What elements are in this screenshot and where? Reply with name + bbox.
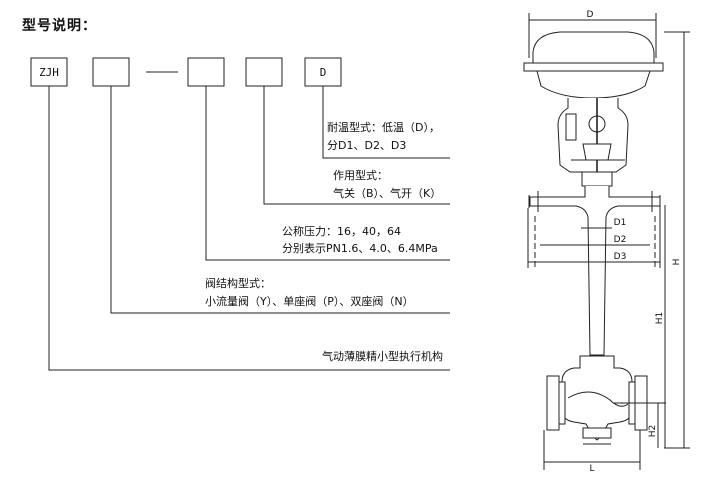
temperature-type-line1: 耐温型式：低温（D）， (327, 120, 440, 134)
valve-body (561, 355, 633, 441)
dim-label-H: H (672, 259, 682, 266)
code-box-temperature-text: D (320, 66, 327, 79)
extension-bonnet (529, 186, 661, 356)
valve-structure-line2: 小流量阀（Y）、单座阀（P）、双座阀（N） (205, 294, 414, 308)
dim-label-D2: D2 (614, 235, 627, 245)
leader-temperature (322, 86, 450, 159)
body-flange-left (546, 375, 560, 431)
positioner-block (565, 113, 577, 141)
dim-label-L: L (589, 464, 594, 474)
pressure-line2: 分别表示PN1.6、4.0、6.4MPa (282, 241, 438, 255)
series-line1: 气动薄膜精小型执行机构 (322, 349, 443, 363)
actuator-flange (523, 62, 664, 72)
temperature-type-line2: 分D1、D2、D3 (327, 139, 406, 152)
dim-label-H1: H1 (655, 312, 665, 325)
actuator-upper-casing (532, 31, 655, 67)
dim-label-H2: H2 (648, 425, 658, 438)
leader-valve-structure (110, 86, 450, 314)
page-title: 型号说明： (22, 18, 97, 34)
valve-structure-line1: 阀结构型式： (205, 276, 271, 290)
dim-label-D: D (587, 10, 594, 20)
actuator-lower-casing (536, 70, 651, 99)
code-box-series-text: ZJH (39, 66, 59, 79)
leader-pressure (205, 86, 450, 261)
leader-series (48, 86, 450, 371)
dim-label-D1: D1 (614, 218, 627, 228)
leader-action (263, 86, 450, 205)
dim-label-D3: D3 (614, 252, 627, 262)
bottom-cap (582, 427, 612, 439)
action-type-line2: 气关（B）、气开（K） (333, 186, 441, 200)
bonnet-nut (581, 171, 613, 187)
action-type-line1: 作用型式： (333, 168, 388, 182)
pressure-line1: 公称压力：16，40，64 (282, 224, 401, 238)
